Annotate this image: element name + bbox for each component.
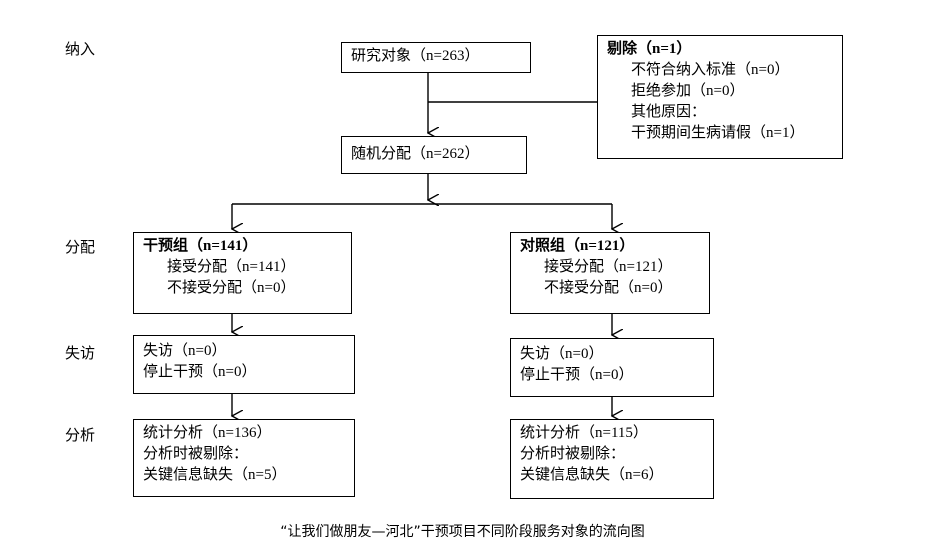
- followup-line: 失访（n=0）: [520, 346, 604, 362]
- analysis-line: 统计分析（n=136）: [143, 425, 272, 441]
- analysis-line: 统计分析（n=115）: [520, 425, 648, 441]
- excluded-line: 干预期间生病请假（n=1）: [631, 125, 805, 141]
- excluded-line: 拒绝参加（n=0）: [631, 83, 745, 99]
- analysis-line: 关键信息缺失（n=6）: [520, 467, 664, 483]
- stage-label-allocation: 分配: [65, 240, 96, 256]
- excluded-line: 其他原因：: [631, 104, 707, 120]
- excluded-box: 剔除（n=1） 不符合纳入标准（n=0） 拒绝参加（n=0） 其他原因： 干预期…: [597, 35, 843, 159]
- control-group-title: 对照组（n=121）: [520, 238, 635, 254]
- randomized-text: 随机分配（n=262）: [351, 146, 480, 162]
- control-analysis-box: 统计分析（n=115） 分析时被剔除： 关键信息缺失（n=6）: [510, 419, 714, 499]
- analysis-line: 分析时被剔除：: [143, 446, 249, 462]
- followup-line: 失访（n=0）: [143, 343, 227, 359]
- randomized-box: 随机分配（n=262）: [341, 136, 527, 174]
- followup-line: 停止干预（n=0）: [143, 364, 257, 380]
- stage-label-analysis: 分析: [65, 428, 96, 444]
- control-allocation-box: 对照组（n=121） 接受分配（n=121） 不接受分配（n=0）: [510, 232, 710, 314]
- followup-line: 停止干预（n=0）: [520, 367, 634, 383]
- allocation-line: 接受分配（n=141）: [167, 259, 296, 275]
- stage-label-enroll: 纳入: [65, 42, 96, 58]
- intervention-allocation-box: 干预组（n=141） 接受分配（n=141） 不接受分配（n=0）: [133, 232, 352, 314]
- intervention-group-title: 干预组（n=141）: [143, 238, 258, 254]
- intervention-analysis-box: 统计分析（n=136） 分析时被剔除： 关键信息缺失（n=5）: [133, 419, 355, 497]
- allocation-line: 接受分配（n=121）: [544, 259, 673, 275]
- excluded-title: 剔除（n=1）: [607, 41, 692, 57]
- analysis-line: 分析时被剔除：: [520, 446, 626, 462]
- figure-caption: “让我们做朋友—河北”干预项目不同阶段服务对象的流向图: [280, 524, 645, 540]
- enrollment-box: 研究对象（n=263）: [341, 42, 531, 73]
- stage-label-followup: 失访: [65, 346, 96, 362]
- allocation-line: 不接受分配（n=0）: [167, 280, 296, 296]
- allocation-line: 不接受分配（n=0）: [544, 280, 673, 296]
- intervention-followup-box: 失访（n=0） 停止干预（n=0）: [133, 335, 355, 394]
- control-followup-box: 失访（n=0） 停止干预（n=0）: [510, 338, 714, 397]
- excluded-line: 不符合纳入标准（n=0）: [631, 62, 790, 78]
- analysis-line: 关键信息缺失（n=5）: [143, 467, 287, 483]
- enrollment-text: 研究对象（n=263）: [351, 48, 480, 64]
